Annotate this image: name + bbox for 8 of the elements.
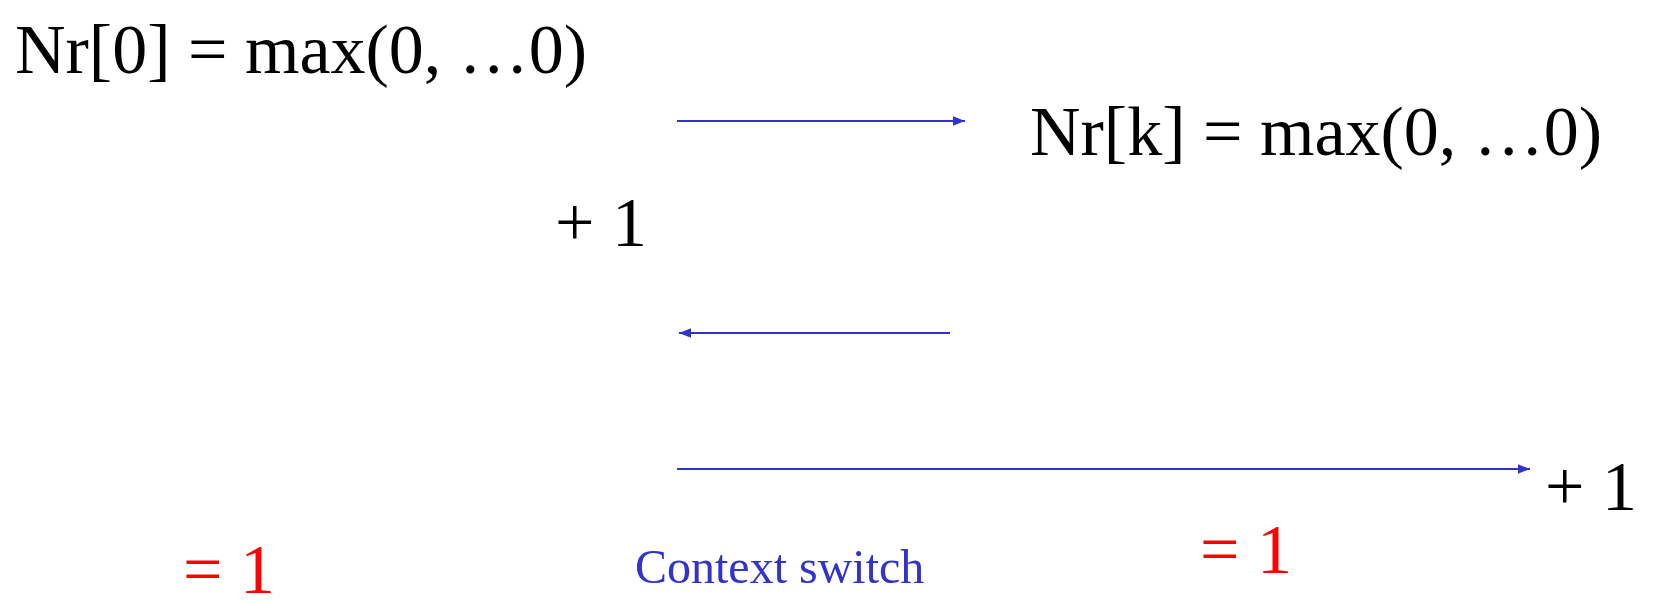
arrow xyxy=(676,116,966,126)
result-text: = 1 xyxy=(183,535,275,602)
increment-text: + 1 xyxy=(1545,452,1637,522)
arrow xyxy=(676,464,1531,474)
result-text: = 1 xyxy=(1200,515,1292,585)
arrow xyxy=(678,328,951,338)
context-switch-label: Context switch xyxy=(635,543,925,591)
increment-text: + 1 xyxy=(555,188,647,258)
